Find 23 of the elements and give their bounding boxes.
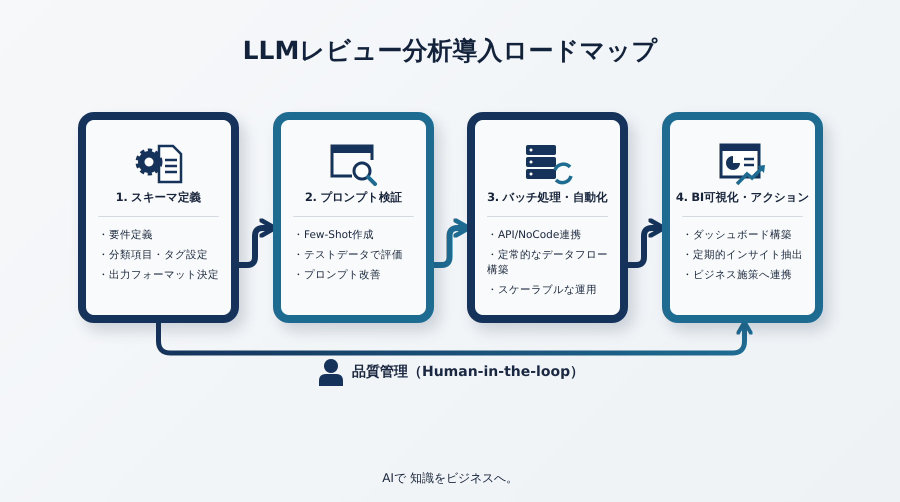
bullet-item: ・ビジネス施策へ連携 xyxy=(682,268,793,283)
bullet-item: ・ダッシュボード構築 xyxy=(682,228,793,243)
step-card xyxy=(662,112,823,323)
diagram-title: LLMレビュー分析導入ロードマップ xyxy=(242,35,659,67)
step-card xyxy=(467,112,628,323)
step-heading: 4. BI可視化・アクション xyxy=(674,190,810,205)
bullet-item: ・API/NoCode連携 xyxy=(487,228,582,243)
bullet-item: ・定常的なデータフロー構築 xyxy=(487,248,609,278)
step-card xyxy=(78,112,239,323)
bullet-item: ・Few-Shot作成 xyxy=(293,228,376,243)
edge-label: 品質管理（Human-in-the-loop） xyxy=(352,363,584,381)
bullet-item: ・プロンプト改善 xyxy=(293,268,382,283)
bullet-item: ・テストデータで評価 xyxy=(293,248,404,263)
bullet-item: ・出力フォーマット決定 xyxy=(98,268,220,283)
bullet-item: ・スケーラブルな運用 xyxy=(487,283,598,298)
bullet-item: ・要件定義 xyxy=(98,228,154,243)
step-card xyxy=(273,112,434,323)
step-heading: 3. バッチ処理・自動化 xyxy=(486,190,609,205)
tagline: AIで 知識をビジネスへ。 xyxy=(381,470,519,487)
bullet-item: ・定期的インサイト抽出 xyxy=(682,248,804,263)
step-heading: 1. スキーマ定義 xyxy=(114,190,202,205)
step-heading: 2. プロンプト検証 xyxy=(304,190,404,205)
bullet-item: ・分類項目・タグ設定 xyxy=(98,248,209,263)
